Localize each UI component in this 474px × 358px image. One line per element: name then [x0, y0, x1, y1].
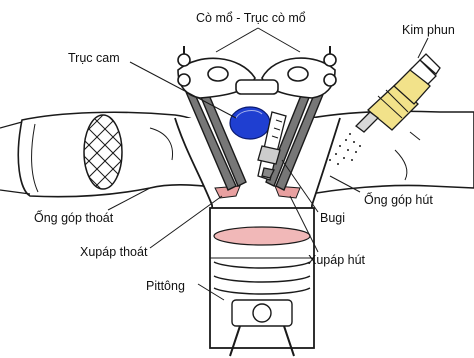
spark-plug-label: Bugi — [320, 211, 345, 225]
exhaust-manifold-label: Ống góp thoát — [34, 210, 114, 225]
exhaust-valve-label: Xupáp thoát — [80, 245, 148, 259]
intake-manifold-label: Ống góp hút — [364, 192, 433, 207]
camshaft-lobe — [230, 107, 270, 139]
injector-label: Kim phun — [402, 23, 455, 37]
intake-valve-label: Xupáp hút — [308, 253, 366, 267]
rocker-label: Cò mổ - Trục cò mổ — [196, 11, 306, 25]
rocker-arm-assembly — [178, 46, 336, 98]
camshaft-label: Trục cam — [68, 51, 120, 65]
piston-label: Pittông — [146, 279, 185, 293]
piston-crown — [214, 227, 310, 245]
